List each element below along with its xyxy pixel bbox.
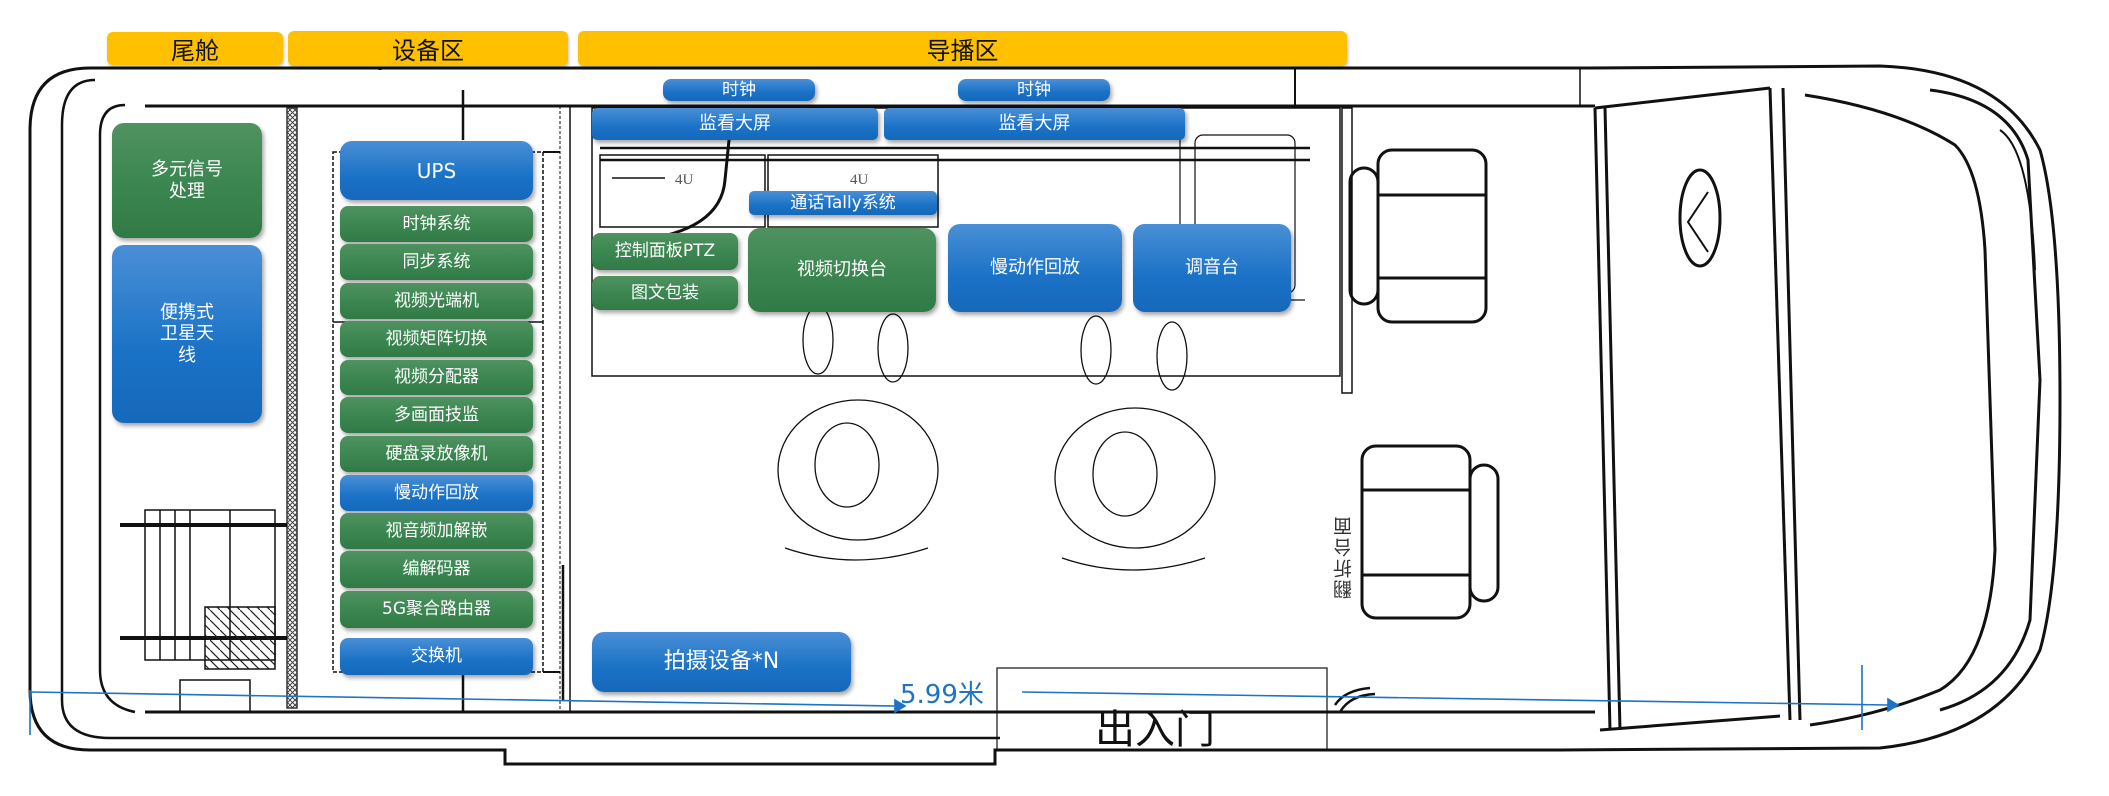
clock-display-2: 时钟 — [958, 79, 1110, 101]
clock-display-1: 时钟 — [663, 79, 815, 101]
rack-unit-label-2: 4U — [850, 172, 869, 188]
van-body-outline — [28, 64, 2062, 766]
zone-directing-area: 导播区 — [578, 31, 1347, 66]
front-seats — [1348, 148, 1500, 620]
graphics-package: 图文包装 — [592, 276, 738, 310]
portable-satellite-antenna: 便携式 卫星天 线 — [112, 245, 262, 423]
multi-signal-processing: 多元信号 处理 — [112, 123, 262, 238]
length-dimension-line — [29, 665, 1900, 735]
rack-item: 同步系统 — [340, 244, 533, 280]
van-cab — [1593, 86, 2042, 732]
entrance-door-label: 出入门 — [1095, 707, 1215, 753]
intercom-tally-system: 通话Tally系统 — [749, 191, 937, 215]
rack-item: 视频光端机 — [340, 283, 533, 319]
rack-item: 编解码器 — [340, 551, 533, 588]
rack-item: 多画面技监 — [340, 397, 533, 433]
rack-item: 视频分配器 — [340, 360, 533, 395]
operator-chairs — [777, 305, 1216, 571]
tail-generator — [120, 509, 287, 713]
partitions — [286, 90, 1353, 712]
rack-item: 慢动作回放 — [340, 475, 533, 511]
ptz-control-panel: 控制面板PTZ — [592, 233, 738, 270]
monitor-wall-1: 监看大屏 — [592, 108, 878, 140]
rack-item: 时钟系统 — [340, 206, 533, 242]
rack-item: 5G聚合路由器 — [340, 591, 533, 628]
zone-equipment-area: 设备区 — [288, 31, 568, 66]
rack-unit-label-1: 4U — [675, 172, 694, 188]
zone-tail-cabin: 尾舱 — [107, 32, 283, 65]
rack-item: 交换机 — [340, 638, 533, 675]
length-dimension-label: 5.99米 — [900, 680, 984, 710]
rack-item: 硬盘录放像机 — [340, 436, 533, 472]
audio-mixer: 调音台 — [1133, 224, 1291, 312]
rack-item: 视频矩阵切换 — [340, 321, 533, 357]
rack-item: 视音频加解嵌 — [340, 513, 533, 549]
monitor-wall-2: 监看大屏 — [884, 108, 1185, 140]
shooting-equipment: 拍摄设备*N — [592, 632, 851, 692]
entrance-door-frame — [996, 667, 1376, 751]
video-switcher: 视频切换台 — [748, 228, 936, 312]
rack-item: UPS — [340, 141, 533, 200]
slow-motion-replay: 慢动作回放 — [948, 224, 1122, 312]
folding-table-label: 翻折台面 — [1333, 515, 1355, 599]
